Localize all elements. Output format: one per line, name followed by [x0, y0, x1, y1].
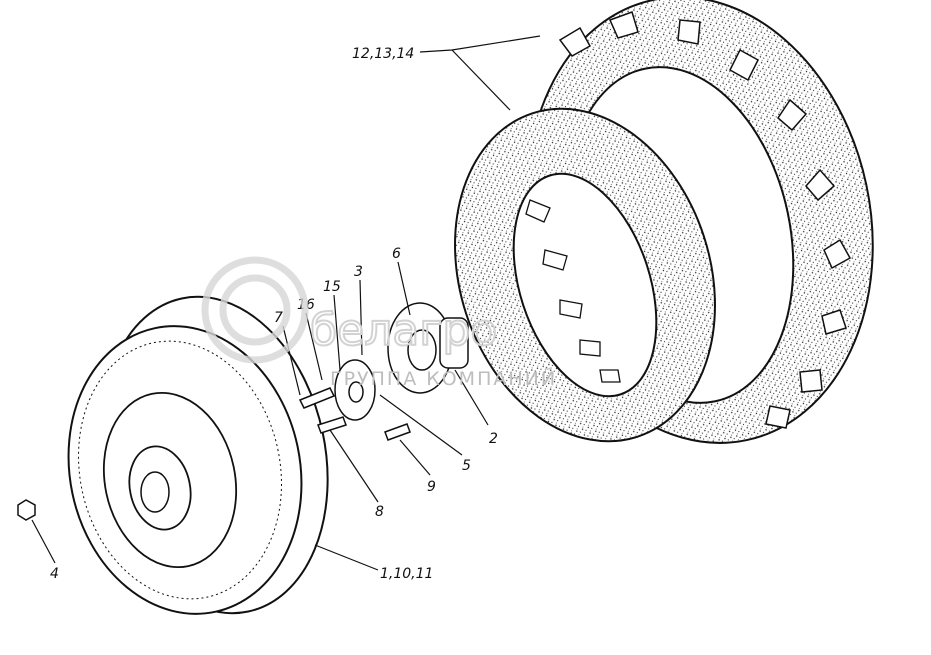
label-6: 6: [392, 246, 401, 262]
leader-lines: [31, 35, 541, 571]
label-9: 9: [427, 479, 436, 495]
watermark: белагро ГРУППА КОМПАНИЙ: [201, 256, 557, 390]
hub-assembly: [17, 302, 469, 521]
label-12-13-14: 12,13,14: [352, 46, 414, 62]
watermark-brand: белагро: [310, 305, 497, 356]
wheel-rim: [67, 295, 329, 615]
label-3: 3: [354, 264, 363, 280]
label-4: 4: [50, 566, 59, 582]
label-2: 2: [489, 431, 498, 447]
inner-tube: [454, 107, 716, 443]
label-8: 8: [375, 504, 384, 520]
label-15: 15: [323, 279, 341, 295]
watermark-subtitle: ГРУППА КОМПАНИЙ: [330, 367, 557, 390]
label-7: 7: [274, 310, 283, 326]
label-1-10-11: 1,10,11: [380, 566, 433, 582]
label-5: 5: [462, 458, 471, 474]
